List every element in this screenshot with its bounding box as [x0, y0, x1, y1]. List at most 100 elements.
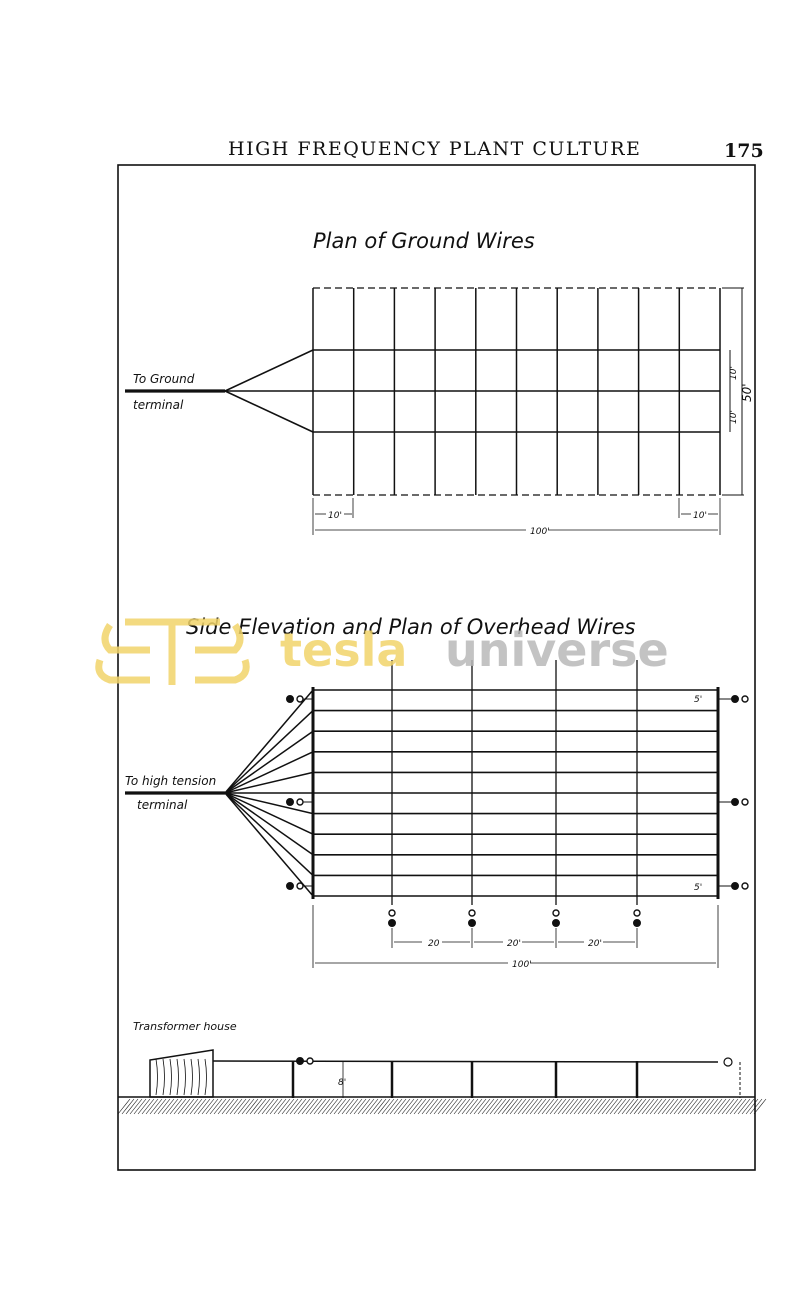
ground-hatch [489, 1098, 503, 1115]
ground-hatch [273, 1098, 287, 1115]
ground-hatch [501, 1098, 515, 1115]
ground-hatch [365, 1098, 379, 1115]
ground-hatch [493, 1098, 507, 1115]
ground-hatch [169, 1098, 183, 1115]
ground-hatch [193, 1098, 207, 1115]
ground-hatch [717, 1098, 731, 1115]
ground-hatch [333, 1098, 347, 1115]
ground-hatch [681, 1098, 695, 1115]
ground-hatch [469, 1098, 483, 1115]
ground-label-2: terminal [133, 398, 184, 412]
ground-hatch [397, 1098, 411, 1115]
insulator-icon [552, 919, 560, 927]
ground-hatch [473, 1098, 487, 1115]
ground-hatch [657, 1098, 671, 1115]
ground-hatch [405, 1098, 419, 1115]
side-elevation: Transformer house 8' [117, 1020, 767, 1115]
ground-hatch [301, 1098, 315, 1115]
ground-hatch [669, 1098, 683, 1115]
ground-hatch [605, 1098, 619, 1115]
dim-spacing-b: 10' [729, 410, 739, 424]
dim-cell-right: 10' [693, 511, 707, 521]
ground-hatch [437, 1098, 451, 1115]
ground-hatch [701, 1098, 715, 1115]
ground-hatch [305, 1098, 319, 1115]
ground-hatch [461, 1098, 475, 1115]
insulator-icon [633, 919, 641, 927]
hv-fan-wire [224, 792, 314, 897]
insulator-icon [741, 882, 749, 890]
ground-hatch [565, 1098, 579, 1115]
ground-hatch [629, 1098, 643, 1115]
plan-ground-title: Plan of Ground Wires [313, 229, 535, 253]
ground-hatch [237, 1098, 251, 1115]
ground-hatch [725, 1098, 739, 1115]
transformer-house [149, 1049, 214, 1098]
ground-hatch [601, 1098, 615, 1115]
ground-hatch [589, 1098, 603, 1115]
ground-hatch [393, 1098, 407, 1115]
ground-hatch [633, 1098, 647, 1115]
hv-fan-wire [224, 751, 314, 794]
ground-hatch [345, 1098, 359, 1115]
insulator-icon [296, 882, 304, 890]
running-header: HIGH FREQUENCY PLANT CULTURE [228, 138, 641, 160]
ground-hatch [409, 1098, 423, 1115]
hv-fan-wire [224, 792, 314, 815]
ground-hatch [309, 1098, 323, 1115]
ground-hatch [173, 1098, 187, 1115]
insulator-icon [388, 919, 396, 927]
ground-hatch [217, 1098, 231, 1115]
ground-hatch [133, 1098, 147, 1115]
hv-fan-wire [224, 792, 314, 876]
ground-hatch [121, 1098, 135, 1115]
ground-hatch [445, 1098, 459, 1115]
ground-hatch [597, 1098, 611, 1115]
ground-hatch [577, 1098, 591, 1115]
insulator-icon [286, 695, 294, 703]
ground-hatch [385, 1098, 399, 1115]
insulator-icon [633, 909, 641, 917]
wood-grain [183, 1058, 186, 1096]
ground-hatch [145, 1098, 159, 1115]
ground-hatch [221, 1098, 235, 1115]
ground-hatch [709, 1098, 723, 1115]
ground-hatch [197, 1098, 211, 1115]
hv-fan-wire [224, 771, 314, 794]
ground-hatch [361, 1098, 375, 1115]
insulator-icon [286, 798, 294, 806]
insulator-icon [731, 798, 739, 806]
ground-hatch [253, 1098, 267, 1115]
ground-hatch [545, 1098, 559, 1115]
ground-hatch [569, 1098, 583, 1115]
ground-hatch [617, 1098, 631, 1115]
ground-hatch [337, 1098, 351, 1115]
ground-hatch [549, 1098, 563, 1115]
dim-spacing-a: 10' [729, 366, 739, 380]
ground-hatch [321, 1098, 335, 1115]
insulator-icon [296, 798, 304, 806]
ground-hatch [509, 1098, 523, 1115]
ground-hatch [721, 1098, 735, 1115]
ground-hatch [553, 1098, 567, 1115]
ground-hatch [697, 1098, 711, 1115]
ground-hatch [137, 1098, 151, 1115]
ground-hatch [353, 1098, 367, 1115]
ground-hatch [737, 1098, 751, 1115]
overhead-wires-plan: Side Elevation and Plan of Overhead Wire… [125, 615, 749, 970]
ground-hatch [529, 1098, 543, 1115]
ground-hatch [293, 1098, 307, 1115]
ground-hatch [285, 1098, 299, 1115]
ground-hatch [209, 1098, 223, 1115]
hv-fan-wire [224, 792, 314, 856]
ground-hatch [517, 1098, 531, 1115]
ground-hatch [505, 1098, 519, 1115]
wood-grain [197, 1058, 200, 1096]
ground-hatch [129, 1098, 143, 1115]
ground-hatch [641, 1098, 655, 1115]
ground-hatch [429, 1098, 443, 1115]
ground-hatch [213, 1098, 227, 1115]
ground-hatch [673, 1098, 687, 1115]
ground-hatch [613, 1098, 627, 1115]
ground-hatch [745, 1098, 759, 1115]
